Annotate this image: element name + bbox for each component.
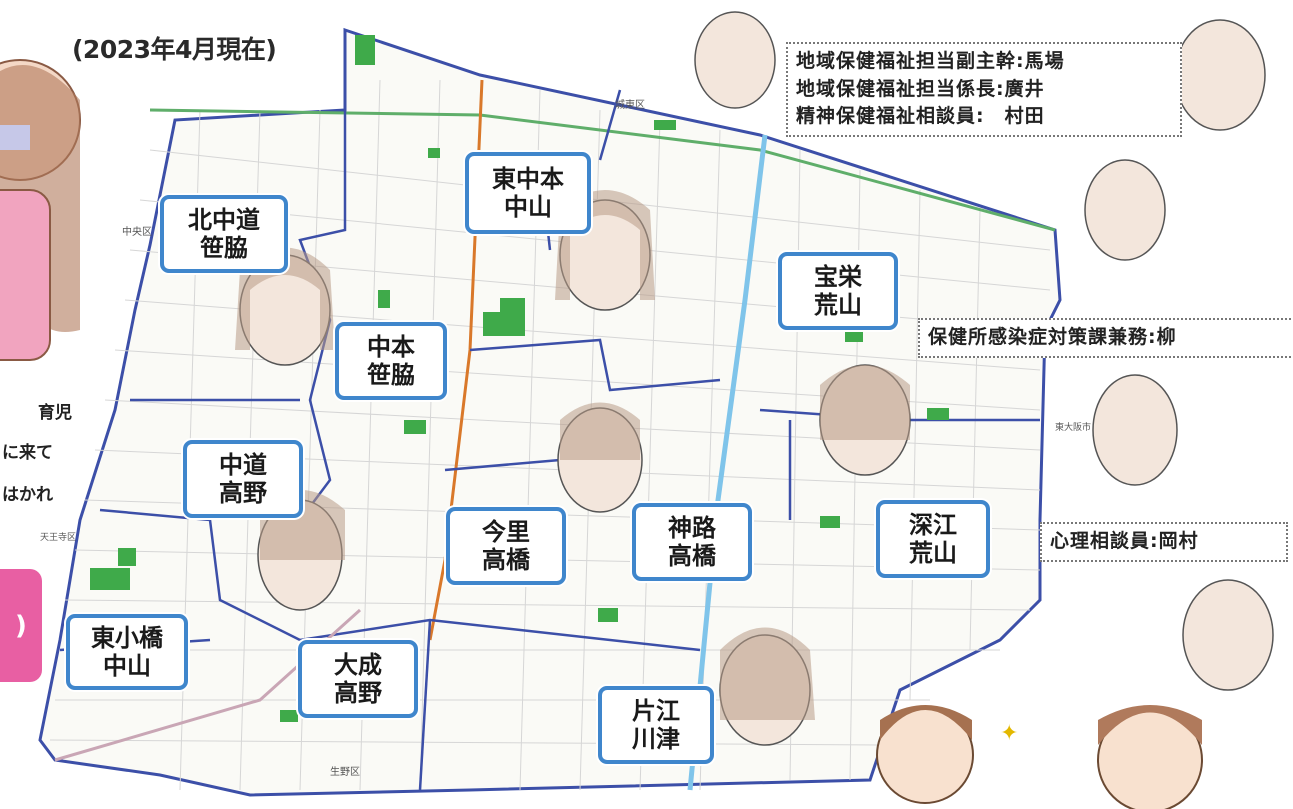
district-staff-line2: 笹脇 [367, 361, 415, 389]
district-staff-line2: 荒山 [909, 539, 957, 567]
district-name-line1: 今里 [482, 517, 530, 546]
district-name-line1: 神路 [668, 513, 716, 542]
district-label-nakamoto: 中本 笹脇 [335, 322, 447, 400]
river-blue [687, 134, 768, 791]
date-note: (2023年4月現在) [72, 35, 277, 64]
district-label-katae: 片江 川津 [598, 686, 714, 764]
district-name-line1: 中本 [367, 332, 415, 361]
district-label-fukae: 深江 荒山 [876, 500, 990, 578]
district-name-line1: 東小橋 [91, 623, 163, 652]
side-text-3: はかれ [2, 485, 53, 505]
west-ward2-label: 天王寺区 [40, 532, 76, 543]
district-staff-line2: 川津 [632, 725, 680, 753]
district-label-taisei: 大成 高野 [298, 640, 418, 718]
district-name-line1: 宝栄 [814, 262, 862, 291]
staff-line-3: 精神保健福祉相談員: 村田 [796, 105, 1045, 128]
district-staff-line2: 高野 [219, 479, 267, 507]
district-name-line1: 北中道 [188, 205, 260, 234]
staff-line-1: 地域保健福祉担当副主幹:馬場 [796, 50, 1065, 72]
south-ward-label: 生野区 [330, 765, 360, 778]
district-staff-line2: 荒山 [814, 291, 862, 319]
district-name-line1: 中道 [219, 450, 267, 479]
district-name-line1: 深江 [909, 510, 957, 539]
portrait-hair [235, 190, 910, 720]
district-label-kamiji: 神路 高橋 [632, 503, 752, 581]
district-label-nakamichi: 中道 高野 [183, 440, 303, 518]
infection-staff-box: 保健所感染症対策課兼務:柳 [918, 318, 1293, 358]
psych-staff-box: 心理相談員:岡村 [1040, 522, 1288, 562]
psych-staff-line: 心理相談員:岡村 [1050, 530, 1199, 552]
district-label-imazato: 今里 高橋 [446, 507, 566, 585]
side-text-1: 育児 [38, 403, 72, 423]
district-name-line1: 大成 [334, 650, 382, 679]
west-ward-label: 中央区 [122, 225, 152, 238]
svg-text:✦: ✦ [1000, 721, 1018, 746]
district-staff-line2: 笹脇 [200, 234, 248, 262]
bottom-right-children-illustration: ✦ [876, 705, 1203, 809]
parks [90, 35, 949, 722]
pink-side-tab[interactable]: ) [0, 569, 42, 682]
north-ward-label: 城東区 [615, 98, 645, 111]
district-staff-line2: 高橋 [668, 542, 716, 570]
district-staff-line2: 高野 [334, 679, 382, 707]
district-staff-line2: 中山 [103, 652, 151, 680]
district-staff-line2: 中山 [504, 193, 552, 221]
district-label-hoei: 宝栄 荒山 [778, 252, 898, 330]
girl-character-illustration [0, 59, 81, 361]
east-ward-label: 東大阪市 [1055, 421, 1091, 433]
staff-line-2: 地域保健福祉担当係長:廣井 [796, 77, 1045, 100]
side-text-2: に来て [2, 443, 53, 463]
district-staff-line2: 高橋 [482, 546, 530, 574]
infection-staff-line: 保健所感染症対策課兼務:柳 [928, 326, 1177, 348]
district-name-line1: 東中本 [492, 164, 564, 193]
staff-list-box: 地域保健福祉担当副主幹:馬場 地域保健福祉担当係長:廣井 精神保健福祉相談員: … [786, 42, 1182, 137]
district-name-line1: 片江 [632, 696, 680, 725]
district-label-higashinakamoto: 東中本 中山 [465, 152, 591, 234]
district-label-higashiobase: 東小橋 中山 [66, 614, 188, 690]
district-label-kitanakamichi: 北中道 笹脇 [160, 195, 288, 273]
rail-green [149, 108, 1056, 232]
